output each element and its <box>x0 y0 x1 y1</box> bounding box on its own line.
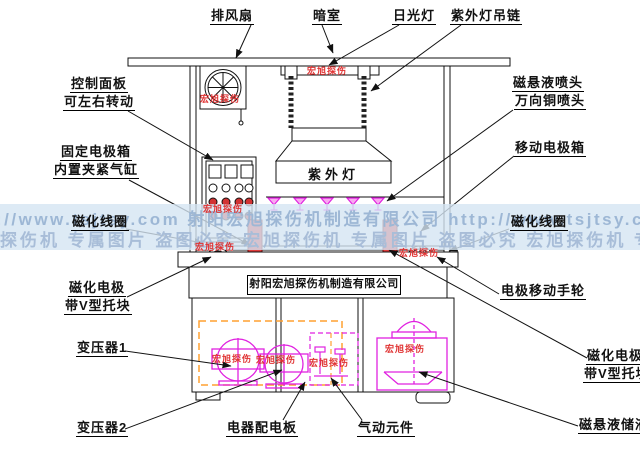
label-fluorescent-lamp: 日光灯 <box>392 8 437 25</box>
label-fixed-electrode-line2: 内置夹紧气缸 <box>53 162 140 179</box>
label-fixed-electrode-line1: 固定电极箱 <box>60 144 133 161</box>
label-electrode-handwheel: 电极移动手轮 <box>500 283 587 300</box>
red-stamp: 宏旭探伤 <box>256 355 297 365</box>
label-transformer-2: 变压器2 <box>76 420 129 437</box>
transformer-2 <box>259 344 309 389</box>
uv-lamp-hood <box>274 127 393 184</box>
red-stamp: 宏旭探伤 <box>203 204 244 214</box>
manufacturer-nameplate: 射阳宏旭探伤机制造有限公司 <box>247 275 401 295</box>
label-transformer-1: 变压器1 <box>76 340 129 357</box>
watermark-row2: 探伤机 专属图片 盗图必究 宏旭探伤机 专属图片 盗图必究 宏旭探伤机 专属图片… <box>0 231 640 250</box>
label-magnetizing-electrode-left-line2: 带V型托块 <box>64 298 132 315</box>
red-stamp: 宏旭探伤 <box>385 344 426 354</box>
transformer-1 <box>211 338 265 386</box>
watermark-band: ://www.tsjtsy.com 射阳宏旭探伤机制造有限公司 http://w… <box>0 204 640 250</box>
label-control-panel-line2: 可左右转动 <box>63 94 136 111</box>
label-suspension-tank: 磁悬液储液箱 <box>578 418 640 434</box>
watermark-row1: ://www.tsjtsy.com 射阳宏旭探伤机制造有限公司 http://w… <box>0 210 640 229</box>
label-pneumatic-components: 气动元件 <box>357 420 416 437</box>
label-spray-head-line1: 磁悬液喷头 <box>512 75 585 92</box>
red-stamp: 宏旭探伤 <box>212 354 253 364</box>
label-dark-room: 暗室 <box>312 8 343 25</box>
label-mobile-electrode-box: 移动电极箱 <box>514 140 587 157</box>
uv-lamp-text: 紫外灯 <box>307 167 359 182</box>
label-spray-head-line2: 万向铜喷头 <box>514 93 587 110</box>
label-uv-lamp-chain: 紫外灯吊链 <box>450 8 523 25</box>
label-magnetizing-electrode-left-line1: 磁化电极 <box>68 280 127 297</box>
label-magnetizing-electrode-right-line2: 带V型托块 <box>583 367 640 383</box>
distribution-board-outline <box>198 320 343 386</box>
pneumatic-unit <box>309 332 359 386</box>
uv-lamp-chains <box>288 76 367 128</box>
label-magnetizing-coil-right: 磁化线圈 <box>510 214 569 231</box>
label-magnetizing-coil-left: 磁化线圈 <box>71 214 130 231</box>
spray-nozzles <box>266 196 444 211</box>
red-stamp: 宏旭探伤 <box>309 358 350 368</box>
red-stamp: 宏旭探伤 <box>307 66 348 76</box>
suspension-tank-shape <box>376 318 448 391</box>
exhaust-fan <box>199 65 247 126</box>
label-distribution-board: 电器配电板 <box>226 420 299 437</box>
red-stamp: 宏旭探伤 <box>399 248 440 258</box>
label-control-panel-line1: 控制面板 <box>70 76 129 93</box>
red-stamp: 宏旭探伤 <box>195 242 236 252</box>
label-magnetizing-electrode-right-line1: 磁化电极 <box>586 349 640 365</box>
label-exhaust-fan: 排风扇 <box>210 8 255 25</box>
red-stamp: 宏旭探伤 <box>200 94 241 104</box>
